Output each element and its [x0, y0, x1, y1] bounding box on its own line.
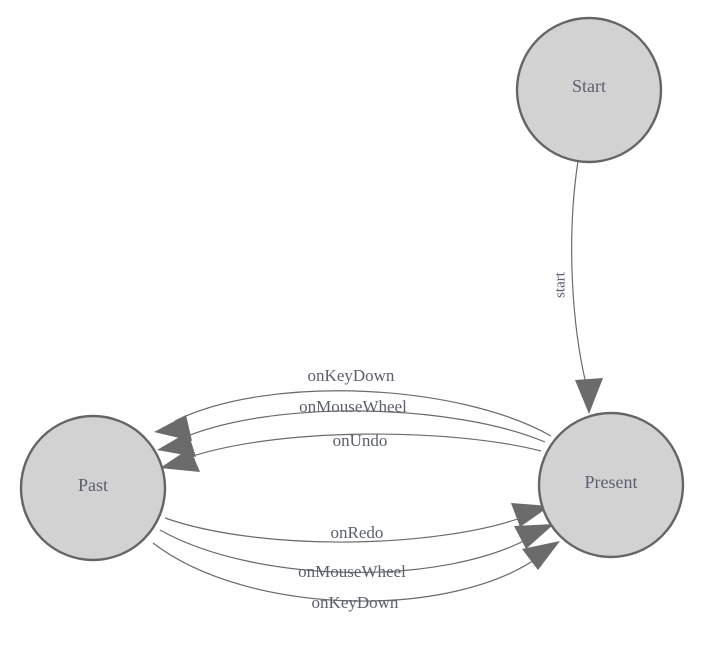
edge-onkeydown-up-path: [174, 390, 552, 437]
edge-onmousewheel-dn-label: onMouseWheel: [298, 562, 406, 581]
edge-onmousewheel-dn[interactable]: onMouseWheel: [159, 524, 554, 581]
node-present-label: Present: [585, 472, 638, 492]
edge-onredo-label: onRedo: [331, 523, 384, 542]
edge-onredo-path: [164, 514, 530, 543]
node-past-circle: [19, 414, 167, 562]
edge-onkeydown-up-label: onKeyDown: [308, 366, 395, 385]
edge-onmousewheel-up-path: [177, 410, 546, 443]
node-start-circle: [515, 16, 663, 164]
edge-start[interactable]: start: [552, 160, 603, 414]
edge-onkeydown-dn[interactable]: onKeyDown: [152, 541, 560, 612]
edge-onkeydown-dn-label: onKeyDown: [312, 593, 399, 612]
edge-onmousewheel-dn-arrowhead: [514, 524, 554, 549]
node-past-label: Past: [78, 475, 108, 495]
edge-onmousewheel-up[interactable]: onMouseWheel: [157, 397, 546, 457]
node-start-label: Start: [572, 76, 606, 96]
edge-onundo-path: [180, 433, 542, 461]
edge-onkeydown-up-arrowhead: [154, 415, 192, 441]
node-present-circle: [537, 411, 685, 559]
edge-onredo-arrowhead: [511, 503, 550, 527]
node-start[interactable]: Start: [515, 16, 663, 164]
edge-onundo-arrowhead: [160, 448, 200, 472]
edge-start-path: [571, 160, 589, 393]
edge-onmousewheel-up-label: onMouseWheel: [299, 397, 407, 416]
node-present[interactable]: Present: [537, 411, 685, 559]
node-past[interactable]: Past: [19, 414, 167, 562]
edge-onundo-label: onUndo: [333, 431, 388, 450]
edge-onundo[interactable]: onUndo: [160, 431, 542, 472]
edge-onredo[interactable]: onRedo: [164, 503, 550, 543]
edge-onmousewheel-dn-path: [159, 529, 534, 574]
edge-onkeydown-dn-path: [152, 542, 541, 602]
edge-start-label: start: [552, 271, 568, 298]
edge-onkeydown-up[interactable]: onKeyDown: [154, 366, 552, 441]
edge-onkeydown-dn-arrowhead: [522, 541, 560, 570]
edge-start-arrowhead: [575, 378, 603, 414]
